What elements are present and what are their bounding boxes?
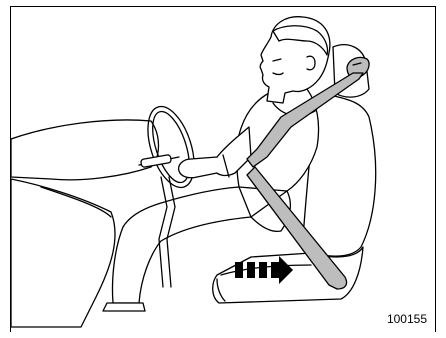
figure-code: 100155: [387, 312, 427, 326]
driver-seatbelt-illustration: [11, 7, 436, 332]
driver-head: [260, 17, 330, 103]
illustration-frame: 100155: [10, 6, 436, 332]
